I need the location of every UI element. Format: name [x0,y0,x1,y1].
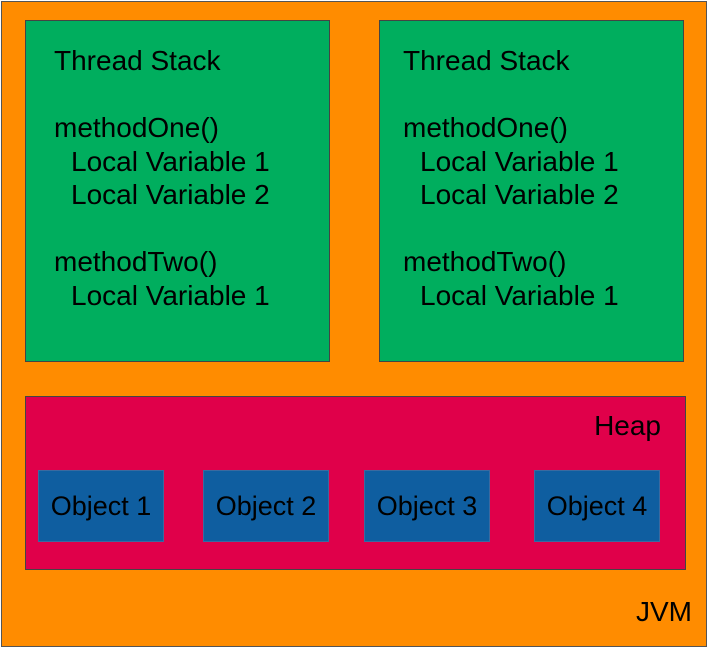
method-name: methodTwo() [54,246,218,277]
local-variable: Local Variable 1 [71,146,270,177]
thread-stack: Thread Stack methodOne() Local Variable … [379,20,684,362]
local-variable: Local Variable 1 [420,280,619,311]
heap-object: Object 2 [203,470,329,542]
thread-stack-title: Thread Stack [54,45,221,76]
local-variable: Local Variable 1 [420,146,619,177]
heap-object: Object 3 [364,470,490,542]
method-name: methodTwo() [403,246,567,277]
heap-object: Object 4 [534,470,660,542]
local-variable: Local Variable 1 [71,280,270,311]
method-name: methodOne() [403,112,568,143]
heap-object: Object 1 [38,470,164,542]
thread-stack-title: Thread Stack [403,45,570,76]
heap-area: Heap Object 1 Object 2 Object 3 Object 4 [25,396,686,570]
jvm-label: JVM [636,596,692,627]
method-name: methodOne() [54,112,219,143]
local-variable: Local Variable 2 [71,179,270,210]
local-variable: Local Variable 2 [420,179,619,210]
thread-stack: Thread Stack methodOne() Local Variable … [25,20,330,362]
heap-label: Heap [594,410,661,441]
